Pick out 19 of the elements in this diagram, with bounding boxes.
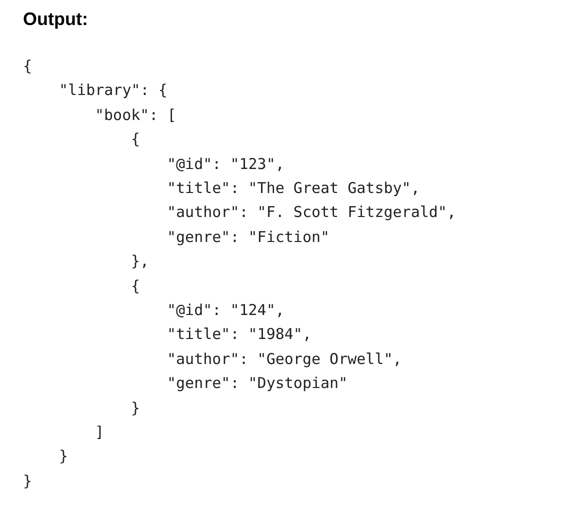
code-line: "book": [ [95,104,176,125]
code-line: "@id": "124", [167,300,284,320]
code-line: } [131,398,140,418]
code-line: "library": { [59,80,168,100]
code-line: "author": "F. Scott Fitzgerald", [167,202,456,222]
code-line: "genre": "Dystopian" [167,373,348,394]
code-line: "title": "The Great Gatsby", [167,178,420,198]
heading: Output: [23,9,88,30]
code-line: { [23,56,32,76]
code-line: "author": "George Orwell", [167,348,402,369]
code-line: { [131,276,140,296]
code-line: } [59,446,68,466]
code-line: "genre": "Fiction" [167,226,330,247]
code-line: ] [95,422,104,442]
code-line: "title": "1984", [167,324,312,344]
code-line: }, [131,251,150,272]
code-line: "@id": "123", [167,154,284,174]
code-line: { [131,129,140,150]
code-line: } [23,470,32,491]
